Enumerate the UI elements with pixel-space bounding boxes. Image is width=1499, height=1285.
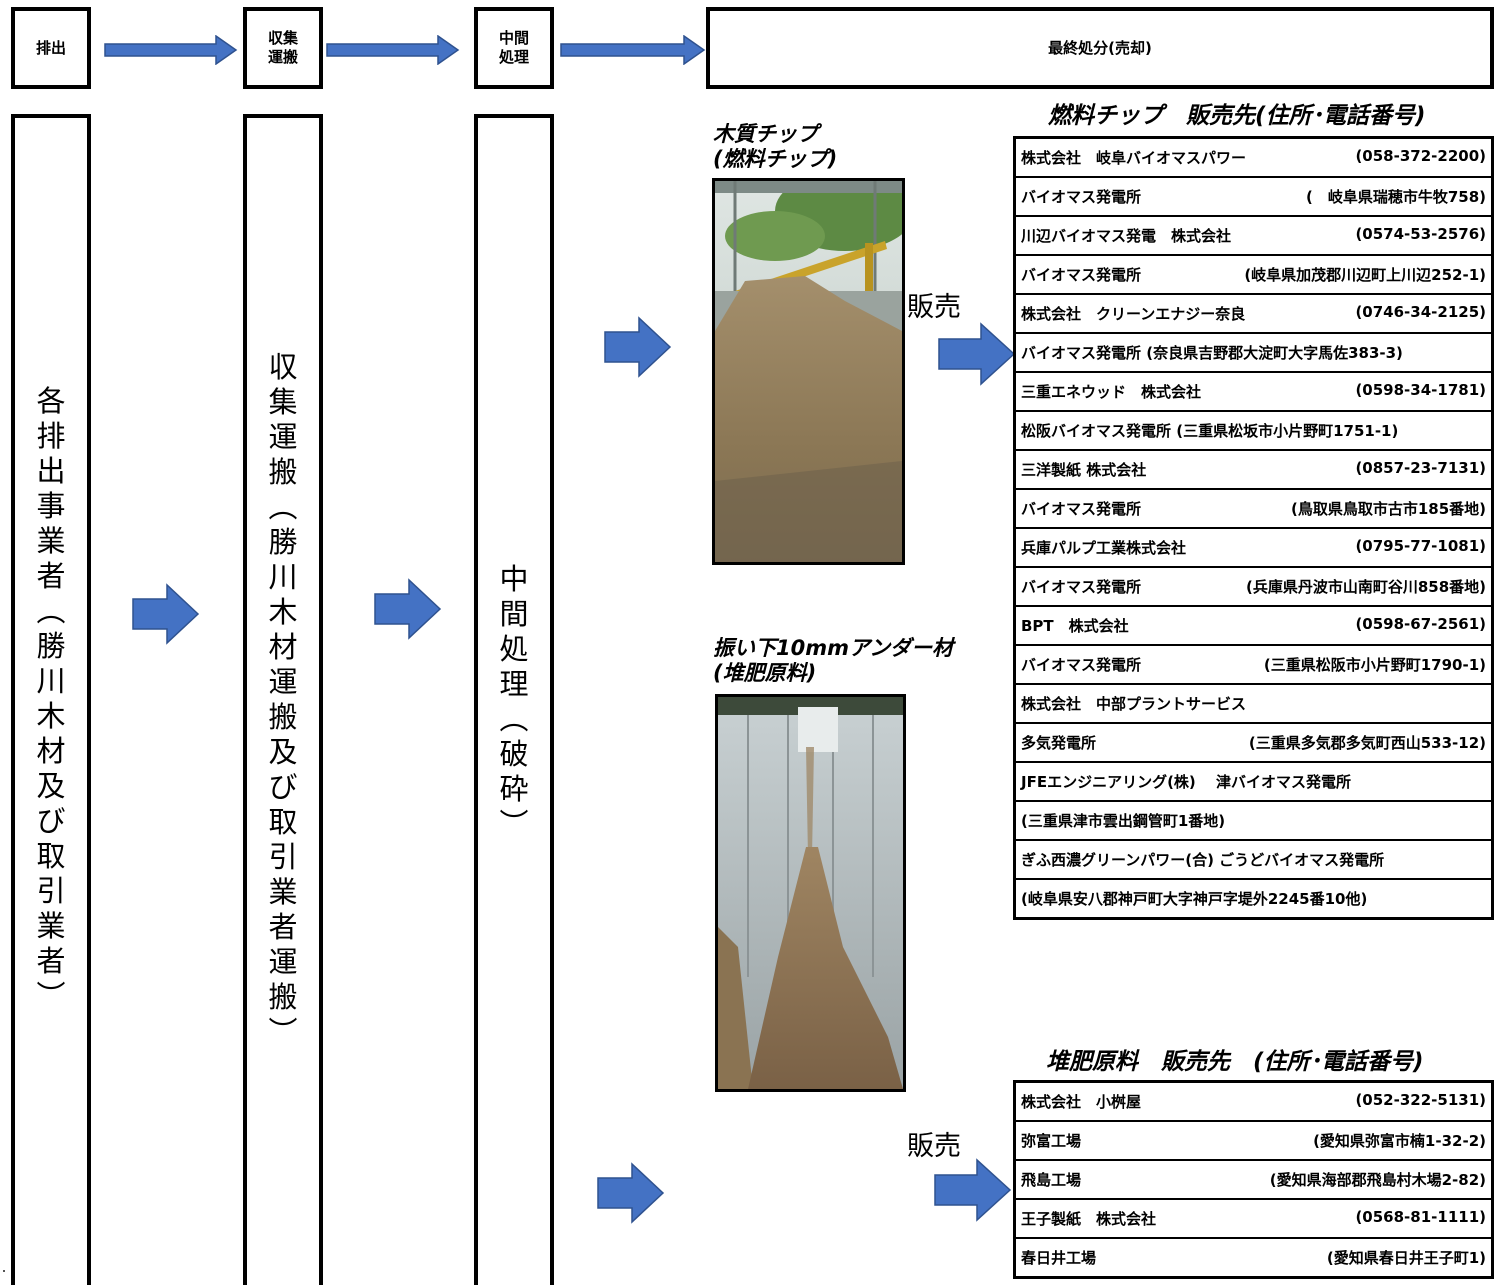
- flow-arrow-4: [597, 1162, 665, 1224]
- column-discharge: 各排出 事業者 ︵勝川 木材及 び取引 業者︶: [11, 114, 91, 1285]
- table-row: ぎふ西濃グリーンパワー(合) ごうどバイオマス発電所: [1013, 839, 1494, 880]
- fuel-buyers-table: 株式会社 岐阜バイオマスパワー (058-372-2200) バイオマス発電所 ( …: [1013, 136, 1494, 920]
- buyer-right: (0598-34-1781): [1355, 381, 1486, 399]
- buyer-right: (0568-81-1111): [1355, 1208, 1486, 1226]
- buyer-right: (0574-53-2576): [1355, 225, 1486, 243]
- buyer-right: (鳥取県鳥取市古市185番地): [1290, 500, 1486, 518]
- buyer-left: 弥富工場: [1021, 1132, 1082, 1150]
- buyer-left: 株式会社 岐阜バイオマスパワー: [1021, 149, 1247, 167]
- column-intermediate-text: 中間処 理︵破 砕︶: [499, 562, 529, 841]
- column-collection-text: 収集運 搬︵勝 川木材 運搬及 び取引 業者運 搬︶: [268, 350, 298, 1049]
- compost-buyers-title: 堆肥原料 販売先 (住所･電話番号): [1046, 1049, 1424, 1075]
- buyer-left: 株式会社 中部プラントサービス: [1021, 695, 1247, 713]
- table-row: 松阪バイオマス発電所 (三重県松坂市小片野町1751-1): [1013, 410, 1494, 451]
- buyer-right: (0857-23-7131): [1355, 459, 1486, 477]
- buyer-left: バイオマス発電所: [1021, 500, 1142, 518]
- buyer-left: 株式会社 クリーンエナジー奈良: [1021, 305, 1246, 323]
- buyer-left: (岐阜県安八郡神戸町大字神戸字堤外2245番10他): [1021, 890, 1368, 908]
- compost-caption: 振い下10mmアンダー材 (堆肥原料): [713, 636, 954, 685]
- table-row: バイオマス発電所 (兵庫県丹波市山南町谷川858番地): [1013, 566, 1494, 607]
- table-row: バイオマス発電所 (奈良県吉野郡大淀町大字馬佐383-3): [1013, 332, 1494, 373]
- fuel-chip-caption: 木質チップ (燃料チップ): [713, 122, 838, 171]
- table-row: 株式会社 岐阜バイオマスパワー (058-372-2200): [1013, 136, 1494, 178]
- header-collection: 収集運搬: [243, 7, 323, 89]
- sale-arrow-compost: [934, 1158, 1012, 1222]
- buyer-right: (愛知県春日井王子町1): [1326, 1249, 1486, 1267]
- table-row: バイオマス発電所 ( 岐阜県瑞穂市牛牧758): [1013, 176, 1494, 217]
- column-collection: 収集運 搬︵勝 川木材 運搬及 び取引 業者運 搬︶: [243, 114, 323, 1285]
- table-row: 兵庫パルプ工業株式会社 (0795-77-1081): [1013, 527, 1494, 568]
- wood-chip-photo: [712, 178, 905, 565]
- buyer-left: ぎふ西濃グリーンパワー(合) ごうどバイオマス発電所: [1021, 851, 1385, 869]
- column-intermediate: 中間処 理︵破 砕︶: [474, 114, 554, 1285]
- table-row: 飛島工場 (愛知県海部郡飛島村木場2-82): [1013, 1159, 1494, 1200]
- buyer-right: (三重県多気郡多気町西山533-12): [1248, 734, 1486, 752]
- flow-arrow-1: [132, 583, 200, 645]
- table-row: 王子製紙 株式会社 (0568-81-1111): [1013, 1198, 1494, 1239]
- buyer-left: 飛島工場: [1021, 1171, 1082, 1189]
- table-row: 川辺バイオマス発電 株式会社 (0574-53-2576): [1013, 215, 1494, 256]
- buyer-right: (三重県松阪市小片野町1790-1): [1263, 656, 1486, 674]
- table-row: 株式会社 クリーンエナジー奈良 (0746-34-2125): [1013, 293, 1494, 334]
- table-row: (三重県津市雲出鋼管町1番地): [1013, 800, 1494, 841]
- buyer-left: バイオマス発電所: [1021, 188, 1142, 206]
- header-arrow-2: [326, 35, 460, 65]
- sale-label-fuel: 販売: [907, 292, 961, 323]
- table-row: バイオマス発電所 (三重県松阪市小片野町1790-1): [1013, 644, 1494, 685]
- table-row: 三重エネウッド 株式会社 (0598-34-1781): [1013, 371, 1494, 412]
- sale-label-compost: 販売: [907, 1131, 961, 1162]
- buyer-right: (0795-77-1081): [1355, 537, 1486, 555]
- buyer-left: バイオマス発電所: [1021, 578, 1142, 596]
- table-row: バイオマス発電所 (鳥取県鳥取市古市185番地): [1013, 488, 1494, 529]
- flow-arrow-3: [604, 316, 672, 378]
- flow-arrow-2: [374, 578, 442, 640]
- buyer-left: JFEエンジニアリング(株) 津バイオマス発電所: [1021, 773, 1352, 791]
- buyer-left: 株式会社 小桝屋: [1021, 1093, 1142, 1111]
- buyer-right: (0598-67-2561): [1355, 615, 1486, 633]
- stray-dot: [3, 1270, 5, 1272]
- header-arrow-3: [560, 35, 706, 65]
- buyer-left: BPT 株式会社: [1021, 617, 1129, 635]
- buyer-right: (愛知県海部郡飛島村木場2-82): [1269, 1171, 1486, 1189]
- table-row: バイオマス発電所 (岐阜県加茂郡川辺町上川辺252-1): [1013, 254, 1494, 295]
- buyer-left: バイオマス発電所 (奈良県吉野郡大淀町大字馬佐383-3): [1021, 344, 1403, 362]
- column-discharge-text: 各排出 事業者 ︵勝川 木材及 び取引 業者︶: [36, 384, 66, 1013]
- table-row: 三洋製紙 株式会社 (0857-23-7131): [1013, 449, 1494, 490]
- buyer-left: バイオマス発電所: [1021, 266, 1142, 284]
- buyer-left: 川辺バイオマス発電 株式会社: [1021, 227, 1232, 245]
- buyer-left: 三重エネウッド 株式会社: [1021, 383, 1202, 401]
- header-intermediate: 中間処理: [474, 7, 554, 89]
- header-final-disposal: 最終処分(売却): [706, 7, 1494, 89]
- table-row: (岐阜県安八郡神戸町大字神戸字堤外2245番10他): [1013, 878, 1494, 920]
- buyer-right: (058-372-2200): [1355, 147, 1486, 165]
- table-row: 株式会社 中部プラントサービス: [1013, 683, 1494, 724]
- buyer-left: 王子製紙 株式会社: [1021, 1210, 1157, 1228]
- buyer-left: 多気発電所: [1021, 734, 1097, 752]
- table-row: 弥富工場 (愛知県弥富市楠1-32-2): [1013, 1120, 1494, 1161]
- fuel-buyers-title: 燃料チップ 販売先(住所･電話番号): [1048, 103, 1426, 129]
- buyer-left: (三重県津市雲出鋼管町1番地): [1021, 812, 1226, 830]
- table-row: JFEエンジニアリング(株) 津バイオマス発電所: [1013, 761, 1494, 802]
- table-row: 株式会社 小桝屋 (052-322-5131): [1013, 1080, 1494, 1122]
- buyer-left: バイオマス発電所: [1021, 656, 1142, 674]
- table-row: 多気発電所 (三重県多気郡多気町西山533-12): [1013, 722, 1494, 763]
- buyer-right: (岐阜県加茂郡川辺町上川辺252-1): [1244, 266, 1486, 284]
- sale-arrow-fuel: [938, 322, 1016, 386]
- buyer-right: (0746-34-2125): [1355, 303, 1486, 321]
- table-row: 春日井工場 (愛知県春日井王子町1): [1013, 1237, 1494, 1279]
- compost-photo: [715, 694, 906, 1092]
- buyer-left: 三洋製紙 株式会社: [1021, 461, 1147, 479]
- buyer-left: 松阪バイオマス発電所 (三重県松坂市小片野町1751-1): [1021, 422, 1399, 440]
- buyer-right: (052-322-5131): [1355, 1091, 1486, 1109]
- buyer-left: 兵庫パルプ工業株式会社: [1021, 539, 1187, 557]
- header-discharge: 排出: [11, 7, 91, 89]
- buyer-right: ( 岐阜県瑞穂市牛牧758): [1305, 188, 1486, 206]
- compost-buyers-table: 株式会社 小桝屋 (052-322-5131) 弥富工場 (愛知県弥富市楠1-32-…: [1013, 1080, 1494, 1279]
- header-arrow-1: [104, 35, 238, 65]
- buyer-left: 春日井工場: [1021, 1249, 1097, 1267]
- table-row: BPT 株式会社 (0598-67-2561): [1013, 605, 1494, 646]
- buyer-right: (愛知県弥富市楠1-32-2): [1313, 1132, 1486, 1150]
- buyer-right: (兵庫県丹波市山南町谷川858番地): [1245, 578, 1486, 596]
